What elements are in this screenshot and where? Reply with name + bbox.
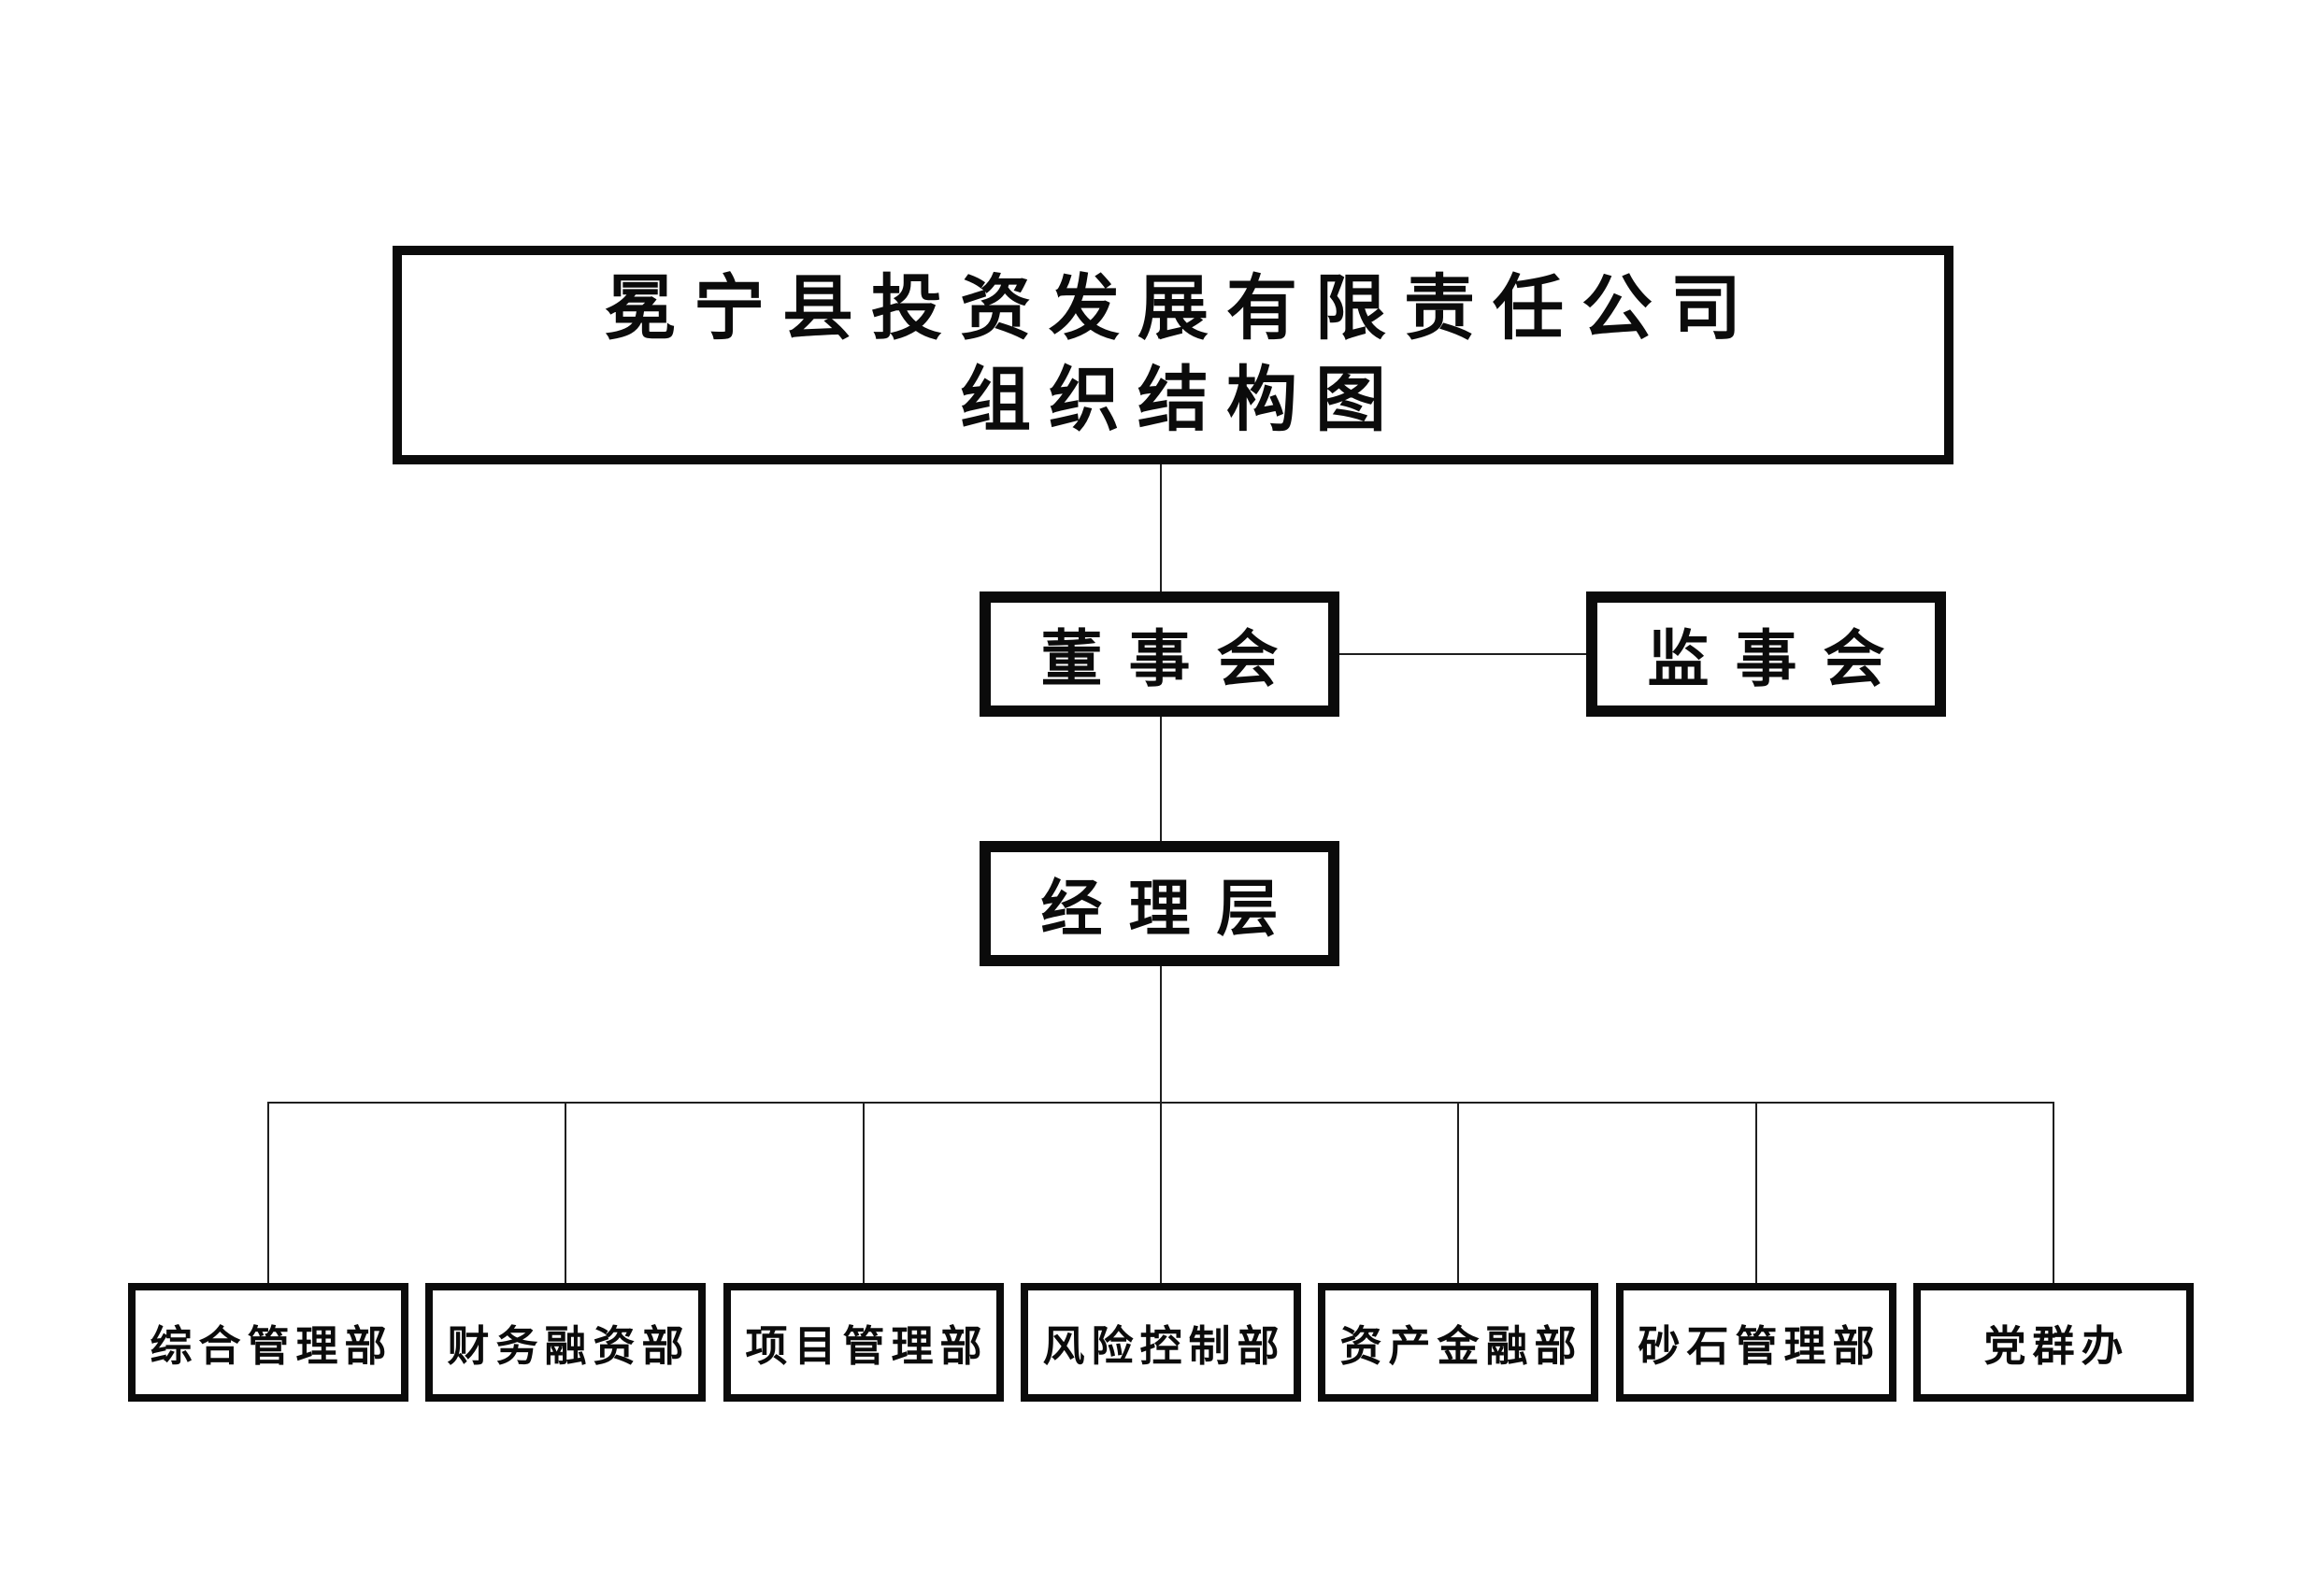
dept-label: 党群办 <box>1983 1322 2130 1370</box>
connector-board-to-management <box>1160 717 1162 841</box>
connector-drop-6 <box>1755 1103 1757 1283</box>
dept-label: 砂石管理部 <box>1638 1322 1882 1370</box>
node-board-of-directors: 董事会 <box>980 591 1339 717</box>
dept-label: 资产金融部 <box>1339 1322 1583 1370</box>
connector-board-to-supervisors <box>1339 653 1586 655</box>
dept-label: 风险控制部 <box>1042 1322 1286 1370</box>
node-board-of-supervisors: 监事会 <box>1586 591 1946 717</box>
connector-drop-1 <box>267 1103 269 1283</box>
node-management-layer: 经理层 <box>980 841 1339 966</box>
connector-title-to-board <box>1160 464 1162 591</box>
node-dept-sand-gravel-management: 砂石管理部 <box>1616 1283 1896 1402</box>
company-name-text: 冕宁县投资发展有限责任公司 <box>605 269 1759 349</box>
node-company-title: 冕宁县投资发展有限责任公司 组织结构图 <box>393 246 1953 464</box>
node-dept-project-management: 项目管理部 <box>723 1283 1004 1402</box>
node-dept-finance-financing: 财务融资部 <box>425 1283 706 1402</box>
connector-drop-4 <box>1160 1103 1162 1283</box>
connector-drop-7 <box>2053 1103 2054 1283</box>
dept-label: 财务融资部 <box>447 1322 691 1370</box>
dept-label: 综合管理部 <box>150 1322 393 1370</box>
node-dept-general-management: 综合管理部 <box>128 1283 408 1402</box>
dept-label: 项目管理部 <box>745 1322 989 1370</box>
connector-drop-2 <box>565 1103 566 1283</box>
connector-drop-3 <box>863 1103 865 1283</box>
node-dept-risk-control: 风险控制部 <box>1021 1283 1301 1402</box>
connector-management-trunk <box>1160 966 1162 1103</box>
node-dept-asset-finance: 资产金融部 <box>1318 1283 1598 1402</box>
management-layer-label: 经理层 <box>1040 874 1305 943</box>
chart-title-text: 组织结构图 <box>960 361 1404 440</box>
node-dept-party-mass-office: 党群办 <box>1913 1283 2194 1402</box>
board-of-directors-label: 董事会 <box>1040 624 1305 693</box>
connector-drop-5 <box>1457 1103 1459 1283</box>
board-of-supervisors-label: 监事会 <box>1647 624 1911 693</box>
